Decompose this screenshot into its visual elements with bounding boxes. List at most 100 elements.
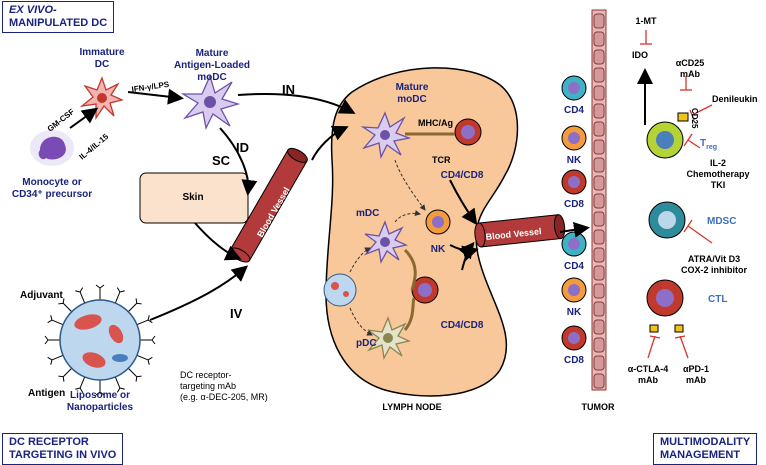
- box-multimodality: MULTIMODALITY MANAGEMENT: [653, 433, 758, 465]
- tumor-wall-cell: [593, 355, 605, 371]
- liposome-antibody-spike: [136, 354, 153, 365]
- tumor-wall-cell: [593, 67, 605, 83]
- tumor-wall-cell: [593, 319, 605, 335]
- mhc-tcr-contacts: [403, 132, 455, 331]
- cd8-cell: [561, 169, 587, 195]
- monocyte-cell: [30, 130, 74, 166]
- label-antigen: Antigen: [28, 388, 65, 399]
- label-il4: IL-4/IL-15: [78, 132, 111, 162]
- ctl-cell: [646, 279, 684, 333]
- cd4-cell: [561, 231, 587, 257]
- label-tumor-cd4-cell: CD4: [564, 105, 584, 116]
- tumor-wall-cell: [593, 175, 605, 191]
- label-adjuvant: Adjuvant: [20, 290, 63, 301]
- cd4-cell: [561, 75, 587, 101]
- label-tumor-cd8-cell: CD8: [564, 355, 584, 366]
- label-mdc: mDC: [356, 208, 379, 219]
- liposome-antibody-spike: [58, 298, 73, 313]
- label-ido: IDO: [632, 50, 648, 60]
- immature-dc-cell: [79, 76, 124, 121]
- inhibition-lines: [640, 30, 713, 359]
- nk-cell: [561, 125, 587, 151]
- label-tcr: TCR: [432, 155, 451, 165]
- ln-tcell-1: [454, 118, 482, 146]
- liposome-antibody-spike: [127, 367, 142, 382]
- tumor-wall-cell: [593, 121, 605, 137]
- ln-nk-cell: [425, 209, 451, 235]
- label-ln-nk: NK: [431, 244, 446, 255]
- tumor-wall-cell: [593, 157, 605, 173]
- label-skin: Skin: [182, 192, 203, 203]
- liposome-antibody-spike: [127, 298, 142, 313]
- liposome-antibody-spike: [47, 354, 64, 365]
- tumor-wall-cell: [593, 139, 605, 155]
- liposome-antibody-spike: [58, 367, 73, 382]
- box-ex-vivo: EX VIVO- MANIPULATED DC: [2, 1, 115, 33]
- tumor-wall-cell: [593, 247, 605, 263]
- tumor-wall-cell: [593, 373, 605, 389]
- tumor-infiltrating-cells: [561, 75, 587, 351]
- tumor-wall-cell: [593, 337, 605, 353]
- tumor-wall-cell: [593, 13, 605, 29]
- label-mdsc: MDSC: [707, 216, 736, 227]
- mature-modc-cell-exvivo: [180, 74, 241, 131]
- liposome-antibody-spike: [75, 376, 86, 393]
- ln-pathogen: [323, 273, 357, 307]
- label-ctl: CTL: [708, 294, 727, 305]
- liposome-antibody-spike: [136, 315, 153, 326]
- tumor-wall-cell: [593, 283, 605, 299]
- flow-arrows: [69, 68, 653, 321]
- treg-cell: [646, 112, 689, 159]
- label-tumor: TUMOR: [582, 402, 615, 412]
- tumor-wall-cell: [593, 229, 605, 245]
- tumor-wall-cell: [593, 301, 605, 317]
- tumor-wall: [591, 9, 607, 391]
- label-cd4cd8-2: CD4/CD8: [441, 320, 484, 331]
- liposome-antibody-spike: [95, 284, 105, 300]
- label-route-id: ID: [236, 140, 249, 155]
- label-cd4cd8-1: CD4/CD8: [441, 170, 484, 181]
- liposome-antibody-spike: [114, 376, 125, 393]
- label-gm-csf: GM-CSF: [46, 107, 76, 134]
- lymph-node-shape: [325, 67, 519, 397]
- tumor-wall-cell: [593, 265, 605, 281]
- liposome-antibody-spike: [114, 287, 125, 304]
- dotted-arrows: [349, 159, 426, 336]
- tumor-wall-cell: [593, 193, 605, 209]
- label-lymph-node: LYMPH NODE: [382, 402, 441, 412]
- label-mhc-ag: MHC/Ag: [418, 118, 453, 128]
- label-tumor-cd8-cell: CD8: [564, 199, 584, 210]
- tumor-wall-cell: [593, 31, 605, 47]
- label-denileukin: Denileukin: [712, 94, 758, 104]
- tumor-wall-cell: [593, 103, 605, 119]
- liposome-antibody-spike: [47, 315, 64, 326]
- label-tumor-nk-cell: NK: [567, 155, 582, 166]
- tumor-wall-cell: [593, 211, 605, 227]
- liposome-antibody-spike: [95, 380, 105, 396]
- nk-cell: [561, 277, 587, 303]
- ln-tcell-2: [411, 276, 439, 304]
- cd8-cell: [561, 325, 587, 351]
- tumor-wall-cell: [593, 49, 605, 65]
- label-route-sc: SC: [212, 153, 231, 168]
- liposome-antibody-spike: [44, 335, 60, 345]
- liposome-antibody-spike: [75, 287, 86, 304]
- label-dc-receptor: DC receptor-targeting mAb(e.g. α-DEC-205…: [180, 370, 268, 402]
- ln-mature-modc: [360, 111, 412, 160]
- tumor-wall-cell: [593, 85, 605, 101]
- label-pdc: pDC: [356, 338, 377, 349]
- label-ifn: IFN-γ/LPS: [131, 80, 170, 94]
- mdsc-cell: [648, 201, 686, 239]
- label-1mt: 1-MT: [636, 16, 657, 26]
